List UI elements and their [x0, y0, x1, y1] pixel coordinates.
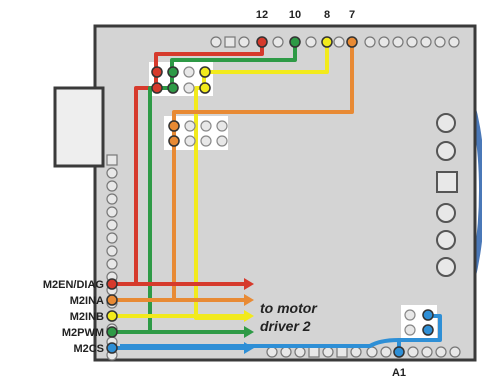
pin-label-a1: A1 [392, 367, 406, 379]
header-hole [106, 193, 118, 205]
header-hole [449, 346, 461, 358]
label-pin [106, 342, 118, 354]
header-hole [238, 36, 250, 48]
label-pin [106, 310, 118, 322]
jumper-hole [404, 309, 416, 321]
jumper-hole [404, 324, 416, 336]
jumper-hole [200, 135, 212, 147]
header-hole [106, 167, 118, 179]
header-hole [106, 154, 118, 166]
bottom-header-row [266, 346, 461, 358]
jumper-hole [184, 135, 196, 147]
header-hole [322, 346, 334, 358]
header-hole [336, 346, 348, 358]
wire-blue-m2cs-curve [246, 338, 400, 348]
arrow-head [244, 310, 254, 322]
wire-blue-m2cs [397, 314, 442, 352]
top-header-row [210, 36, 460, 48]
header-hole [448, 36, 460, 48]
jumper-hole [183, 66, 195, 78]
wired-pin [289, 36, 301, 48]
arrow-head [244, 326, 254, 338]
right-side-components [436, 113, 458, 277]
pin-label-7: 7 [349, 9, 355, 21]
header-hole [280, 346, 292, 358]
header-hole [266, 346, 278, 358]
header-pin-labels: 12 10 8 7 A1 [256, 9, 406, 379]
header-hole [407, 346, 419, 358]
note-line-2: driver 2 [260, 318, 311, 334]
arrow-head [244, 342, 254, 354]
header-hole [106, 232, 118, 244]
pin-label-12: 12 [256, 9, 268, 21]
wired-pin [151, 82, 163, 94]
wired-pin [151, 66, 163, 78]
jumper-hole [184, 120, 196, 132]
wired-pin [199, 82, 211, 94]
header-hole [305, 36, 317, 48]
header-hole [272, 36, 284, 48]
jumper-hole [200, 120, 212, 132]
header-hole [378, 36, 390, 48]
label-m2en-diag: M2EN/DIAG [43, 279, 104, 291]
header-hole [366, 346, 378, 358]
header-hole [106, 258, 118, 270]
jumper-hole [216, 135, 228, 147]
wired-pin [168, 120, 180, 132]
jumper-hole [216, 120, 228, 132]
wired-pin [393, 346, 405, 358]
arrow-head [244, 278, 254, 290]
arrow-head [244, 294, 254, 306]
header-hole [420, 36, 432, 48]
label-pin [106, 294, 118, 306]
wired-pin [256, 36, 268, 48]
header-hole [106, 219, 118, 231]
header-hole [435, 346, 447, 358]
label-pin [106, 278, 118, 290]
header-hole [350, 346, 362, 358]
header-hole [308, 346, 320, 358]
wired-pin [422, 309, 434, 321]
header-hole [106, 206, 118, 218]
label-m2cs: M2CS [73, 343, 104, 355]
header-hole [421, 346, 433, 358]
wired-pin [167, 82, 179, 94]
header-hole [364, 36, 376, 48]
wired-pin [422, 324, 434, 336]
header-hole [294, 346, 306, 358]
label-pin [106, 326, 118, 338]
usb-connector [53, 86, 105, 168]
note-line-1: to motor [260, 300, 318, 316]
wired-pin [168, 135, 180, 147]
jumper-pins [151, 36, 434, 358]
wired-pin [321, 36, 333, 48]
header-hole [406, 36, 418, 48]
header-hole [210, 36, 222, 48]
jumper-hole [183, 82, 195, 94]
header-hole [333, 36, 345, 48]
header-hole [380, 346, 392, 358]
label-m2pwm: M2PWM [62, 327, 104, 339]
label-m2ina: M2INA [70, 295, 104, 307]
header-hole [434, 36, 446, 48]
wired-pin [167, 66, 179, 78]
header-hole [106, 180, 118, 192]
pin-label-8: 8 [324, 9, 330, 21]
pin-label-10: 10 [289, 9, 301, 21]
header-hole [106, 245, 118, 257]
header-hole [224, 36, 236, 48]
label-m2inb: M2INB [70, 311, 104, 323]
wired-pin [199, 66, 211, 78]
signal-labels: M2EN/DIAG M2INA M2INB M2PWM M2CS [43, 279, 104, 355]
left-label-wires [106, 278, 246, 354]
arrow-group [244, 278, 254, 354]
header-hole [392, 36, 404, 48]
wired-pin [346, 36, 358, 48]
